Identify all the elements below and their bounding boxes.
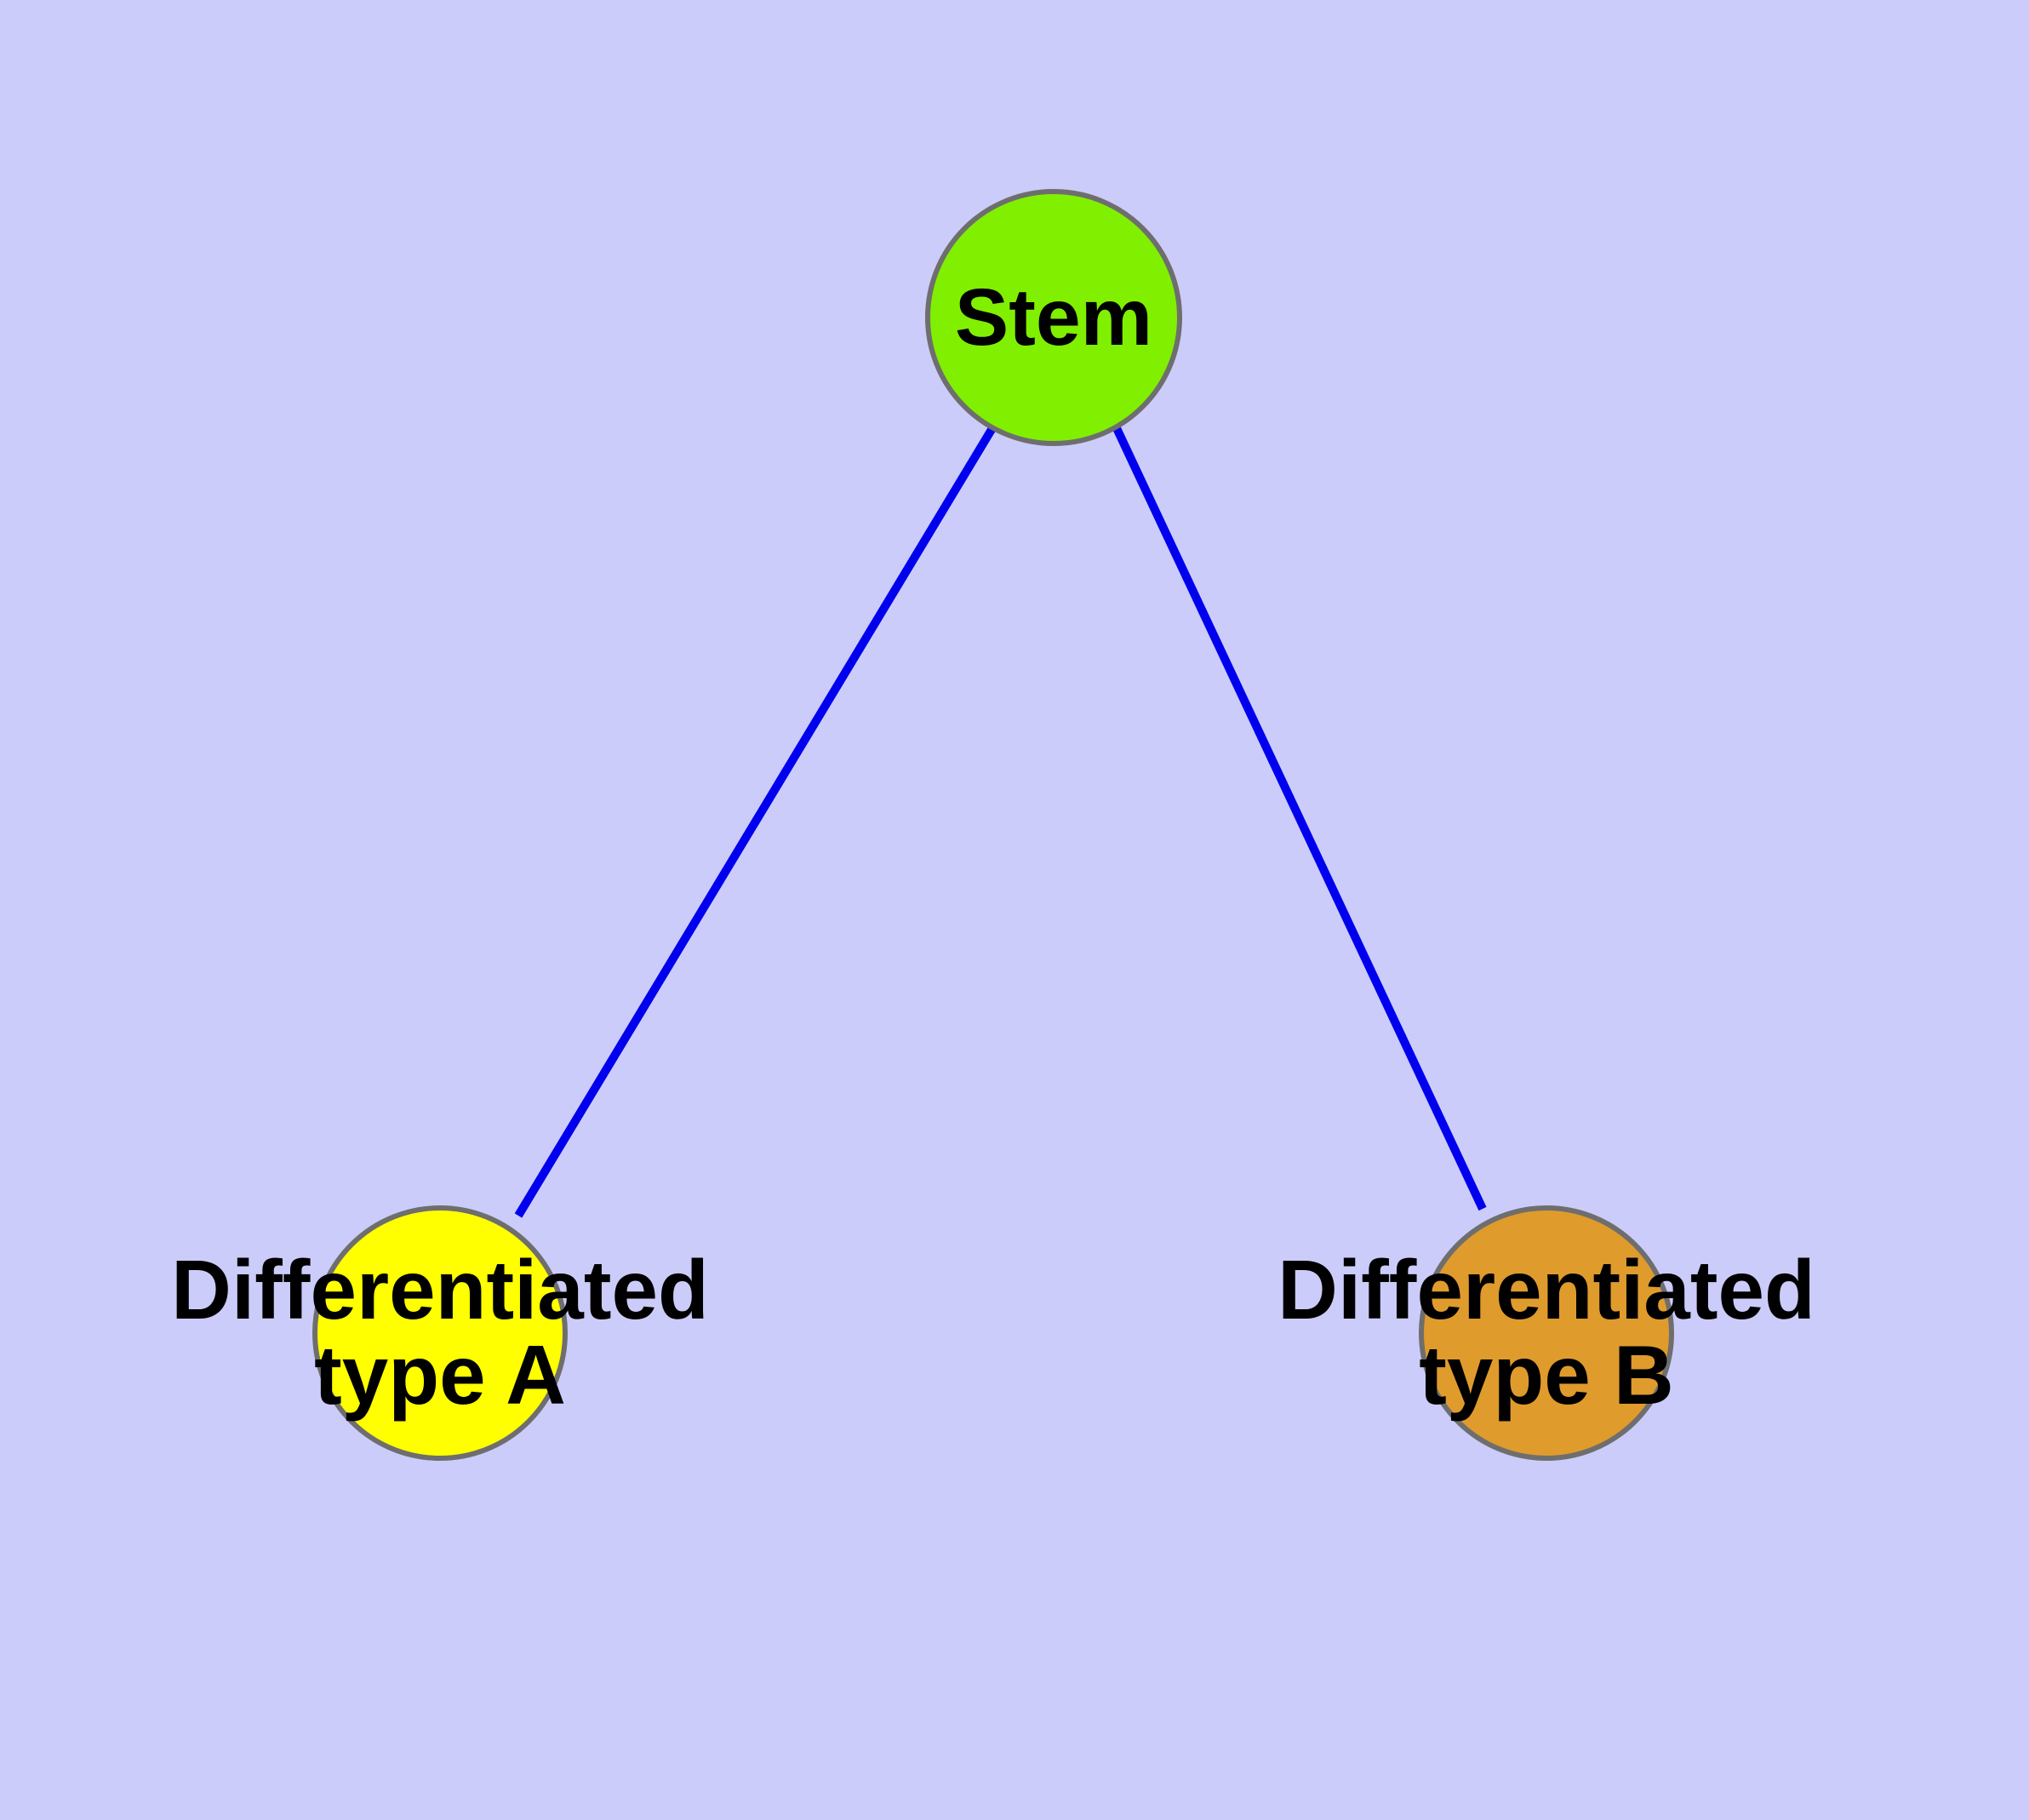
- node-differentiated-type-b[interactable]: [1419, 1205, 1674, 1461]
- edge-stem-to-differentiated-b: [1112, 426, 1487, 1211]
- node-stem[interactable]: [925, 189, 1182, 446]
- nodes-group: [312, 189, 1674, 1461]
- node-differentiated-type-a[interactable]: [312, 1205, 568, 1461]
- edge-stem-to-differentiated-a: [514, 426, 997, 1218]
- edges-group: [514, 426, 1487, 1218]
